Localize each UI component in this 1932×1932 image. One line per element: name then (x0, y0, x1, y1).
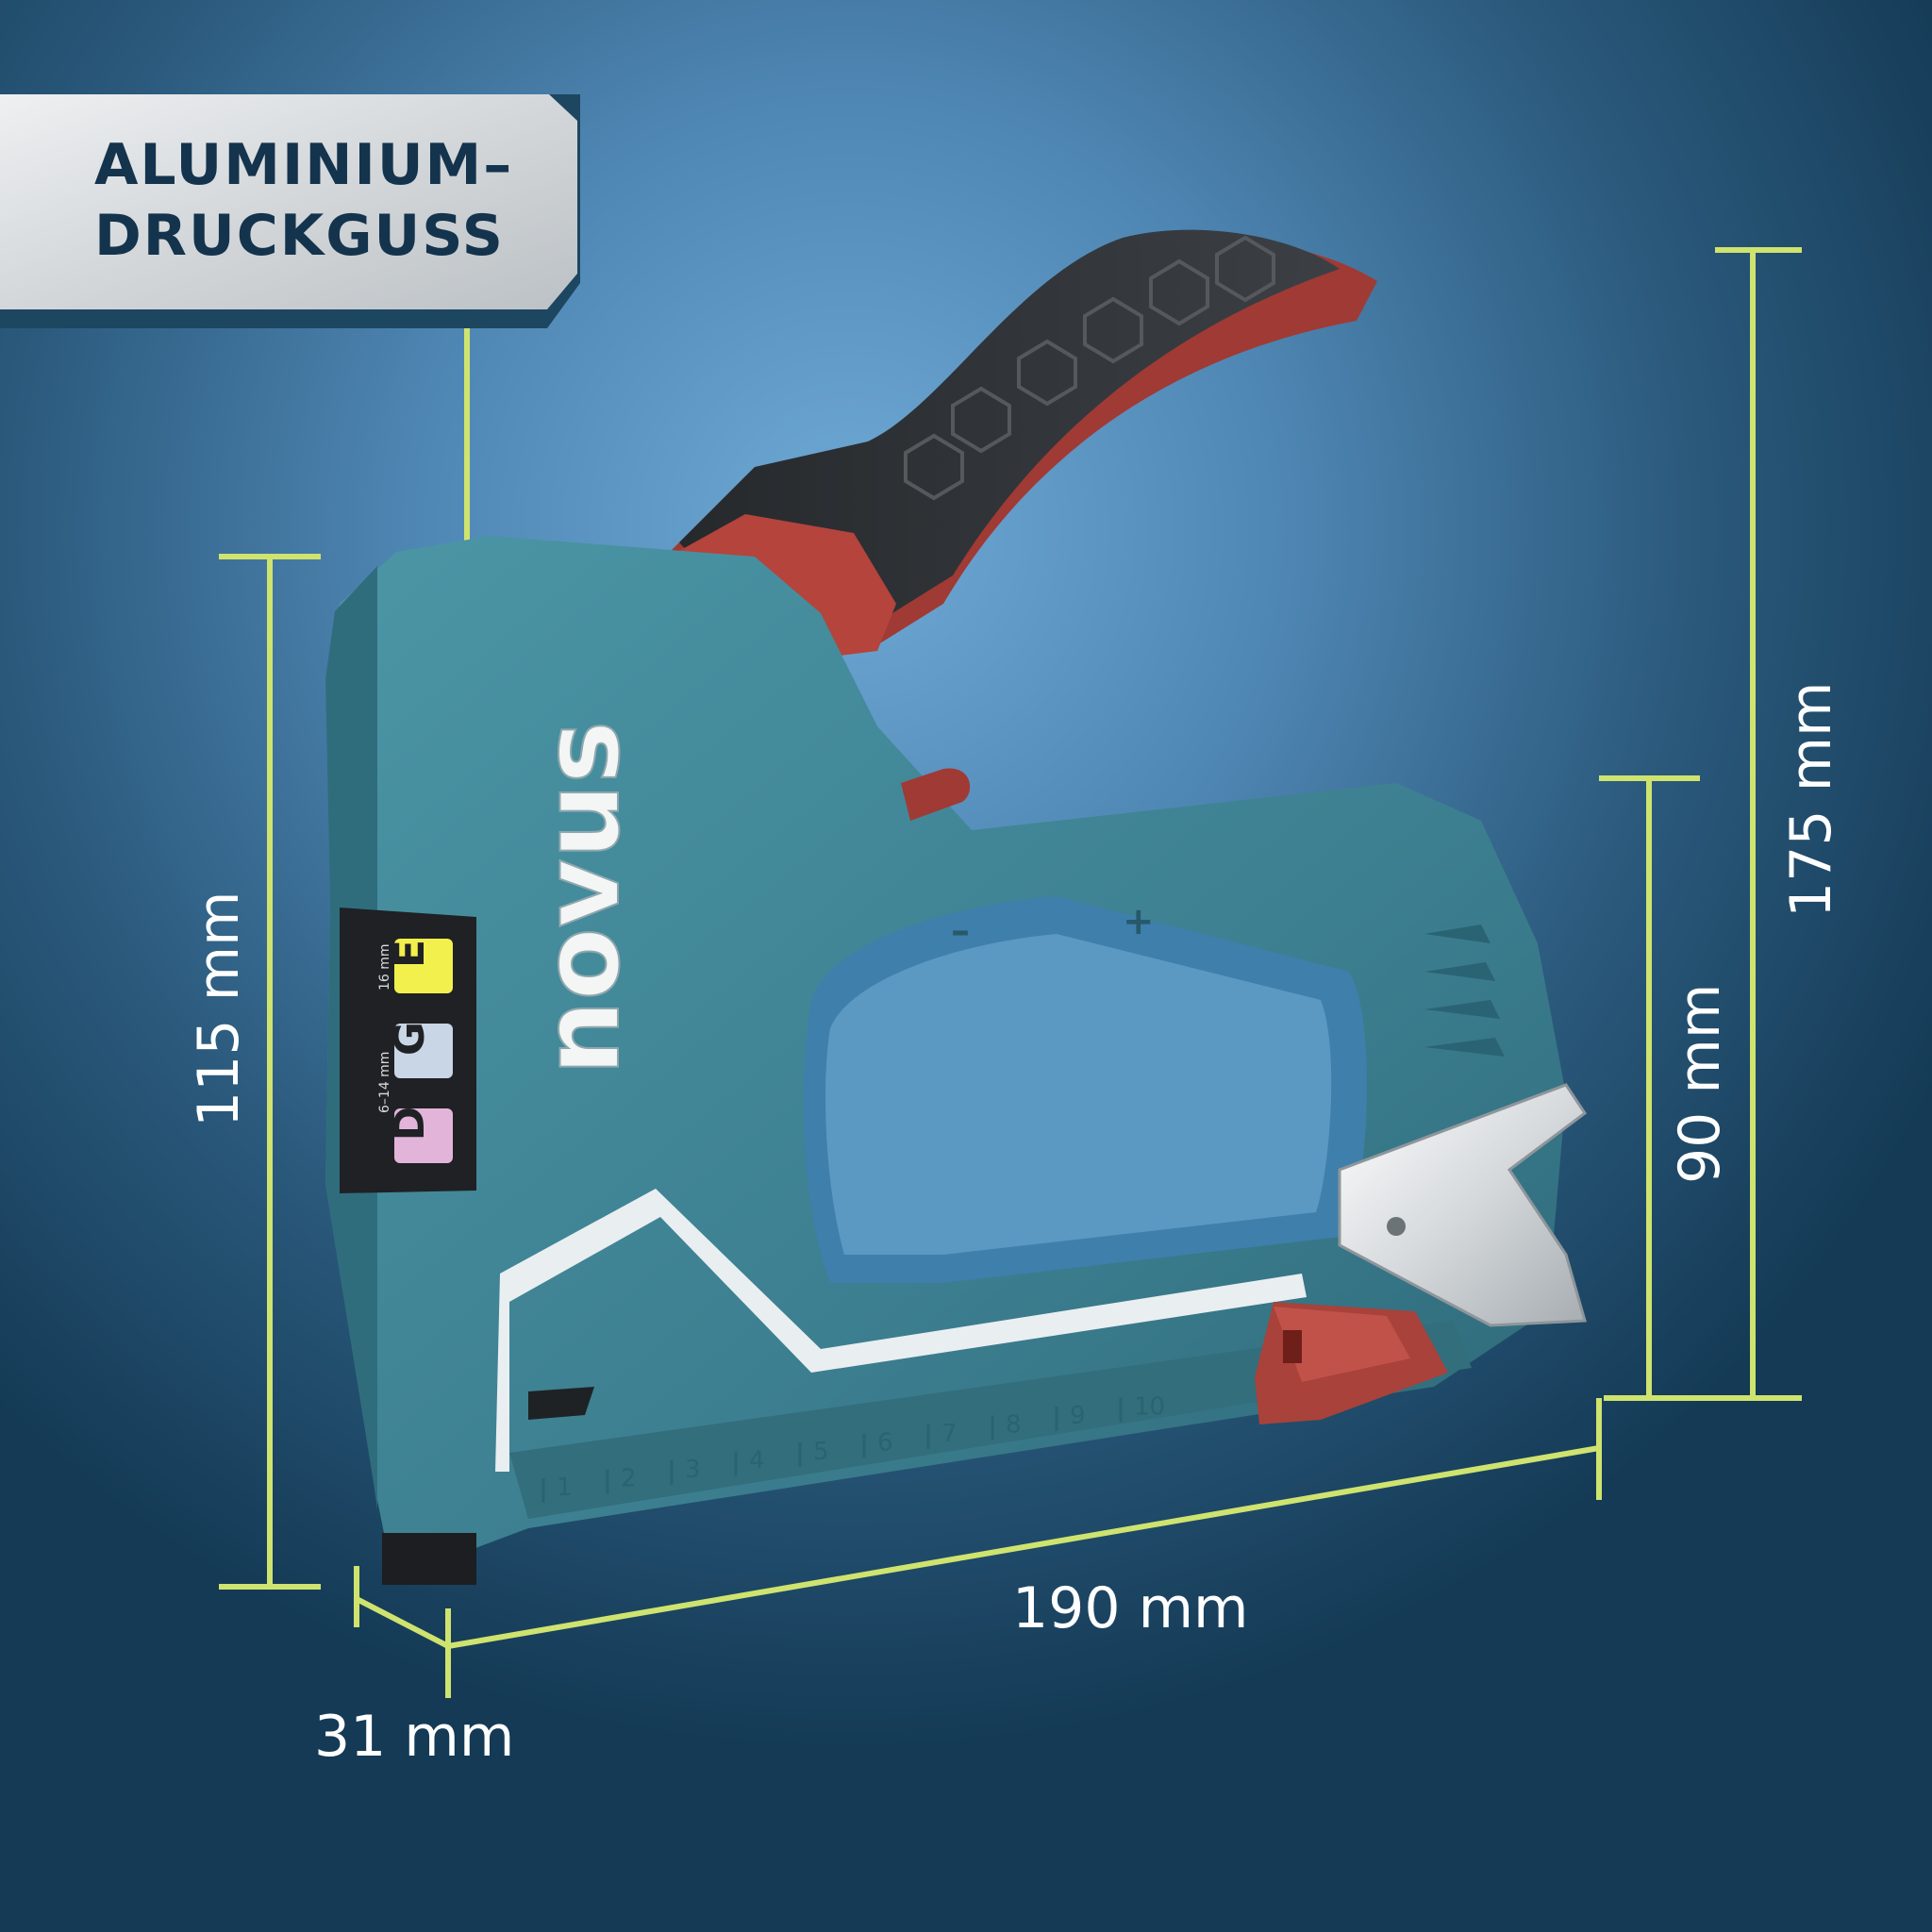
staple-letter-d: D (386, 1107, 434, 1141)
side-foot (528, 1387, 594, 1420)
depth-minus: – (951, 909, 970, 953)
staple-range-left: 6–14 mm (377, 1052, 392, 1113)
dim-height-rear: 90 mm (1667, 983, 1733, 1184)
letter-g-tile (394, 1024, 453, 1078)
ruler-number: 1 (557, 1474, 573, 1502)
ruler-number: 10 (1134, 1393, 1165, 1422)
staple-letter-g: G (386, 1022, 434, 1056)
front-foot (382, 1533, 476, 1585)
ruler-number: 2 (621, 1465, 637, 1493)
callout-line-2: DRUCKGUSS (94, 203, 505, 269)
letter-e-tile (394, 939, 453, 993)
staple-type-label: 16 mm 6–14 mm D G E (340, 908, 476, 1193)
ruler-number: 7 (941, 1420, 958, 1448)
ruler-number: 3 (685, 1456, 701, 1484)
callout-line-1: ALUMINIUM– (94, 132, 514, 198)
ruler-number: 5 (813, 1438, 829, 1466)
dim-length: 190 mm (1012, 1575, 1249, 1641)
staple-letter-e: E (386, 940, 434, 968)
brand-logo: novus (521, 721, 643, 1075)
ruler-number: 8 (1006, 1411, 1022, 1440)
depth-plus: + (1123, 900, 1155, 943)
material-callout-text: ALUMINIUM– DRUCKGUSS (94, 130, 513, 272)
stapler-body (325, 536, 1566, 1585)
dim-height-total: 175 mm (1778, 681, 1844, 919)
dimension-lines (219, 247, 1802, 1698)
ruler-scale: 1 2 3 4 5 6 7 8 9 10 (541, 1393, 1165, 1503)
staple-range-right: 16 mm (377, 943, 392, 991)
lever-catch (901, 768, 971, 821)
material-callout-plate (0, 94, 580, 328)
dim-width: 31 mm (314, 1704, 515, 1770)
ruler-number: 4 (749, 1447, 765, 1475)
release-slider (1255, 1302, 1448, 1424)
ruler-number: 6 (877, 1429, 893, 1457)
dim-height-front: 115 mm (186, 891, 252, 1128)
grip-texture (904, 235, 1275, 501)
chrome-guide (1338, 1083, 1588, 1327)
rear-serrations (1424, 924, 1505, 1057)
letter-d-tile (394, 1108, 453, 1163)
ruler-number: 9 (1070, 1402, 1086, 1430)
